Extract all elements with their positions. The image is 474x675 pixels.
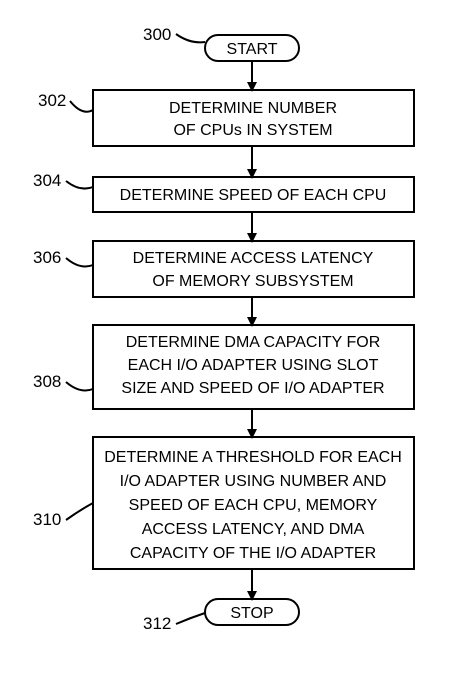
step-304-box: DETERMINE SPEED OF EACH CPU xyxy=(92,176,415,213)
step-302-ref-number: 302 xyxy=(38,91,66,110)
step-310-ref-number: 310 xyxy=(33,510,61,529)
stop-ref-leader xyxy=(175,612,206,625)
step-302-box: DETERMINE NUMBER OF CPUs IN SYSTEM xyxy=(92,89,415,147)
start-terminal-label: START xyxy=(227,41,278,58)
step-310-line-1: DETERMINE A THRESHOLD FOR EACH xyxy=(104,449,402,466)
step-306-line-1: DETERMINE ACCESS LATENCY xyxy=(133,250,374,267)
stop-terminal-label: STOP xyxy=(230,605,273,622)
step-308-line-1: DETERMINE DMA CAPACITY FOR xyxy=(126,334,381,351)
step-310-line-4: ACCESS LATENCY, AND DMA xyxy=(142,521,365,538)
step-306-ref-number: 306 xyxy=(33,248,61,267)
step-306-ref-leader xyxy=(65,257,94,268)
step-310-line-5: CAPACITY OF THE I/O ADAPTER xyxy=(130,545,376,562)
step-310-ref-leader xyxy=(65,502,94,521)
stop-ref-number: 312 xyxy=(143,614,171,633)
step-310-line-3: SPEED OF EACH CPU, MEMORY xyxy=(129,497,378,514)
step-304-ref-number: 304 xyxy=(33,171,61,190)
step-302-ref-leader xyxy=(69,100,94,113)
step-306-box-shape xyxy=(92,240,415,298)
step-304-line-1: DETERMINE SPEED OF EACH CPU xyxy=(120,187,387,204)
step-302-line-2: OF CPUs IN SYSTEM xyxy=(173,122,332,139)
step-310-box-shape xyxy=(92,436,415,570)
step-302-box-shape xyxy=(92,89,415,147)
step-308-box: DETERMINE DMA CAPACITY FOR EACH I/O ADAP… xyxy=(92,324,415,410)
stop-terminal: STOP xyxy=(204,598,300,626)
step-308-ref-leader xyxy=(65,381,94,392)
step-304-ref-leader xyxy=(65,180,94,190)
start-ref-leader xyxy=(175,33,206,44)
step-310-box: DETERMINE A THRESHOLD FOR EACH I/O ADAPT… xyxy=(92,436,415,570)
step-306-box: DETERMINE ACCESS LATENCY OF MEMORY SUBSY… xyxy=(92,240,415,298)
step-306-line-2: OF MEMORY SUBSYSTEM xyxy=(152,273,353,290)
step-308-ref-number: 308 xyxy=(33,372,61,391)
step-310-line-2: I/O ADAPTER USING NUMBER AND xyxy=(120,473,387,490)
start-terminal: START xyxy=(204,34,300,62)
step-308-line-2: EACH I/O ADAPTER USING SLOT xyxy=(128,357,379,374)
step-302-line-1: DETERMINE NUMBER xyxy=(169,100,337,117)
step-308-box-shape xyxy=(92,324,415,410)
start-ref-number: 300 xyxy=(143,25,171,44)
step-308-line-3: SIZE AND SPEED OF I/O ADAPTER xyxy=(121,380,384,397)
